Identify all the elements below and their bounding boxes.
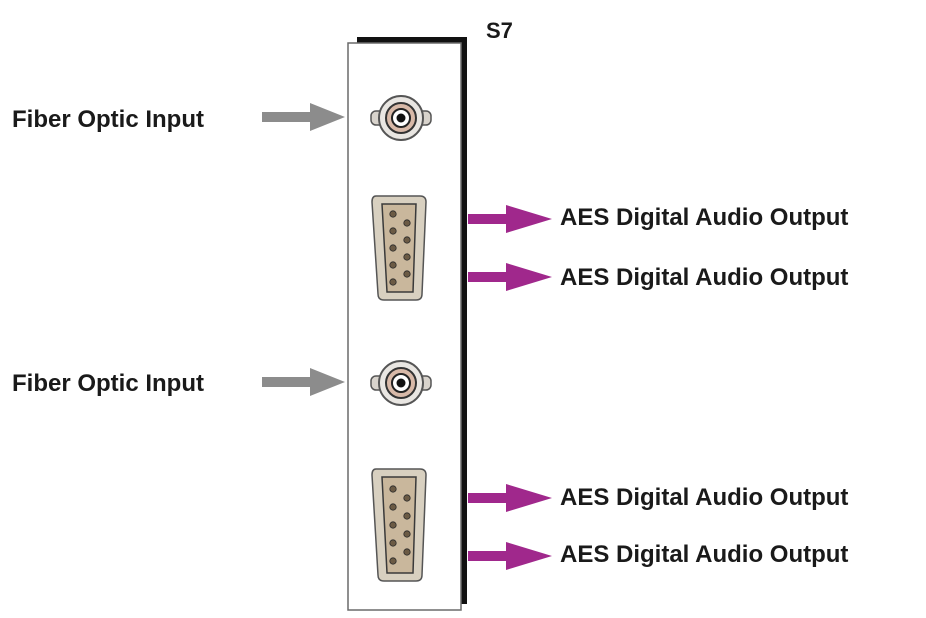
- input-arrow-1: [262, 103, 345, 131]
- input-arrow-2: [262, 368, 345, 396]
- fiber-optic-input-label: Fiber Optic Input: [12, 370, 204, 397]
- db9-connector-1: [371, 195, 427, 301]
- output-arrow-4: [468, 542, 552, 570]
- aes-output-label: AES Digital Audio Output: [560, 264, 849, 291]
- slot-label: S7: [486, 18, 513, 43]
- output-arrow-1: [468, 205, 552, 233]
- panel-top-edge: [357, 37, 467, 43]
- aes-output-label: AES Digital Audio Output: [560, 541, 849, 568]
- db9-connector-2: [371, 468, 427, 582]
- bnc-connector-2: [370, 360, 432, 406]
- panel-right-edge: [460, 37, 467, 604]
- aes-output-label: AES Digital Audio Output: [560, 484, 849, 511]
- output-arrow-2: [468, 263, 552, 291]
- fiber-optic-input-label: Fiber Optic Input: [12, 106, 204, 133]
- output-arrow-3: [468, 484, 552, 512]
- bnc-connector-1: [370, 95, 432, 141]
- aes-output-label: AES Digital Audio Output: [560, 204, 849, 231]
